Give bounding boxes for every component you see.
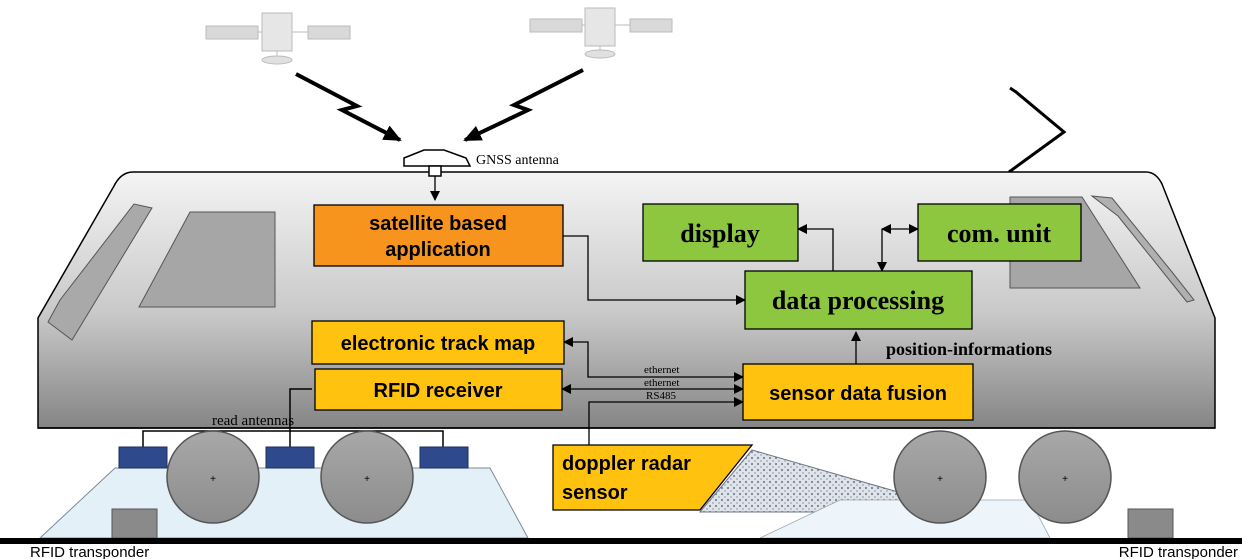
electronic-track-map-label: electronic track map [341, 333, 536, 355]
cab-window-left [138, 211, 276, 308]
antenna-icon [403, 149, 472, 167]
read-antenna-2 [265, 446, 315, 469]
rfid-receiver-box [314, 368, 563, 411]
satellite-application-label-2: application [385, 239, 491, 261]
com-unit-box [917, 203, 1082, 262]
rfid-receiver-label: RFID receiver [374, 380, 503, 402]
wheel-icon: + [1018, 430, 1112, 524]
data-processing-box [744, 270, 973, 330]
satellite-icon [205, 12, 351, 65]
signal-arrow-left [295, 72, 402, 142]
display-box [642, 203, 799, 262]
radar-link [588, 397, 744, 445]
signal-arrow-right [463, 68, 584, 142]
track-rail [0, 538, 1242, 544]
svg-text:+: + [1062, 474, 1068, 485]
read-antenna-feed [289, 388, 312, 447]
pantograph [1008, 86, 1067, 174]
processing-to-display-line [797, 224, 834, 272]
data-processing-label: data processing [772, 286, 944, 315]
read-antenna-1 [118, 446, 168, 469]
display-label: display [680, 219, 760, 248]
rfid-transponder-icon [111, 508, 158, 539]
wheel-icon: + [166, 430, 260, 524]
position-informations-label: position-informations [886, 339, 1052, 359]
read-antenna-bus [142, 430, 444, 447]
sensor-data-fusion-box [742, 363, 974, 421]
rs485-label: RS485 [646, 390, 676, 402]
doppler-radar-sensor-box [552, 444, 754, 511]
side-window-left [47, 203, 153, 341]
read-antennas-label: read antennas [212, 413, 294, 429]
wheel-icon: + [893, 430, 987, 524]
rfid-transponder-icon [1127, 508, 1174, 539]
sensor-data-fusion-label: sensor data fusion [769, 383, 947, 405]
ethernet-label-2: ethernet [644, 377, 679, 389]
app-to-processing-line [563, 235, 746, 305]
doppler-radar-label-2: sensor [562, 482, 628, 504]
svg-text:+: + [364, 474, 370, 485]
doppler-radar-label-1: doppler radar [562, 453, 691, 475]
satellite-application-box [313, 204, 564, 267]
satellite-icon [529, 7, 673, 59]
svg-text:+: + [210, 474, 216, 485]
side-window-right [1090, 195, 1195, 303]
ethernet-label-1: ethernet [644, 364, 679, 376]
electronic-track-map-box [311, 320, 565, 365]
gnss-antenna-label: GNSS antenna [476, 153, 560, 168]
read-antenna-3 [419, 446, 469, 469]
rfid-transponder-label-left: RFID transponder [30, 544, 149, 559]
trackmap-link [563, 337, 744, 382]
satellite-application-label-1: satellite based [369, 213, 507, 235]
wheel-icon: + [320, 430, 414, 524]
antenna-mount [428, 165, 442, 177]
com-unit-label: com. unit [947, 219, 1051, 248]
rfid-transponder-label-right: RFID transponder [1119, 544, 1238, 559]
svg-text:+: + [937, 474, 943, 485]
